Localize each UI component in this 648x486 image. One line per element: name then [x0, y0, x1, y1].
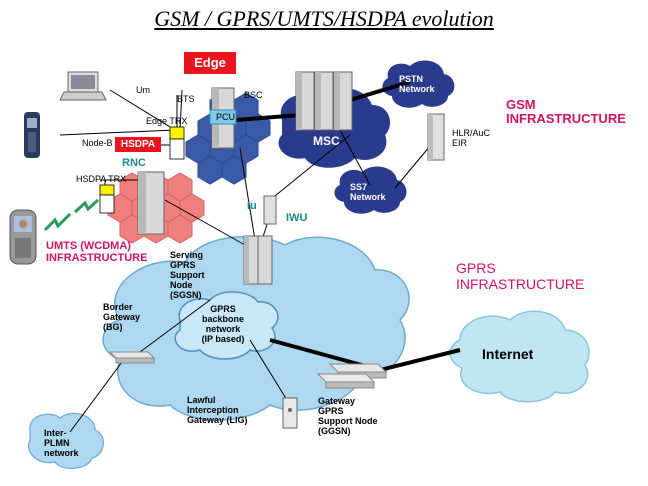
lig-label: Lawful Interception Gateway (LIG) [187, 395, 248, 425]
msc-server-icon [295, 71, 353, 131]
internet-label: Internet [482, 346, 534, 362]
iwu-label: IWU [286, 212, 308, 224]
gsm-infrastructure-label: GSM INFRASTRUCTURE [506, 97, 626, 126]
pstn-label: PSTN Network [399, 74, 435, 94]
hlr-label: HLR/AuC EIR [452, 128, 491, 148]
ggsn-router-icon [316, 363, 388, 389]
sgsn-server-icon [243, 235, 273, 285]
iwu-server-icon [263, 195, 277, 225]
internet-cloud [449, 310, 590, 403]
msc-label: MSC [313, 134, 340, 148]
hlr-server-icon [427, 113, 445, 161]
border-gateway-label: Border Gateway (BG) [103, 302, 141, 332]
iu-label: Iu [247, 200, 257, 212]
node-b-label: Node-B [82, 138, 113, 148]
sgsn-label: Serving GPRS Support Node (SGSN) [170, 250, 205, 300]
wireless-signal-icon [43, 198, 100, 232]
rnc-label: RNC [122, 157, 146, 169]
backbone-cloud [174, 291, 279, 360]
backbone-label: GPRS backbone network (IP based) [201, 304, 245, 344]
bts-label: BTS [177, 94, 195, 104]
edge-trx-antenna [169, 95, 185, 160]
hsdpa-badge: HSDPA [115, 137, 161, 152]
lig-server-icon [282, 397, 298, 429]
gprs-infrastructure-label: GPRS INFRASTRUCTURE [456, 260, 585, 292]
pcu-label: PCU [216, 112, 236, 122]
ggsn-label: Gateway GPRS Support Node (GGSN) [318, 396, 378, 436]
ss7-label: SS7 Network [350, 182, 386, 202]
pstn-cloud [382, 60, 455, 108]
mobile-phone-icon [24, 112, 40, 158]
rnc-server-icon [137, 171, 165, 235]
ss7-cloud [334, 166, 407, 214]
hsdpa-trx-label: HSDPA TRX [76, 174, 127, 184]
bg-router-icon [108, 351, 156, 364]
inter-plmn-label: Inter- PLMN network [44, 428, 79, 458]
umts-infrastructure-label: UMTS (WCDMA) INFRASTRUCTURE [46, 240, 148, 264]
hsdpa-trx-antenna [99, 184, 115, 214]
edge-badge: Edge [184, 52, 236, 74]
page-title: GSM / GPRS/UMTS/HSDPA evolution [154, 6, 494, 31]
laptop-icon [59, 71, 107, 101]
inter-plmn-cloud [28, 412, 104, 469]
video-phone-icon [9, 209, 37, 265]
um-label: Um [136, 85, 150, 95]
bsc-label: BSC [244, 90, 263, 100]
bsc-server-icon [209, 87, 237, 149]
edge-trx-label: Edge TRX [146, 116, 188, 126]
